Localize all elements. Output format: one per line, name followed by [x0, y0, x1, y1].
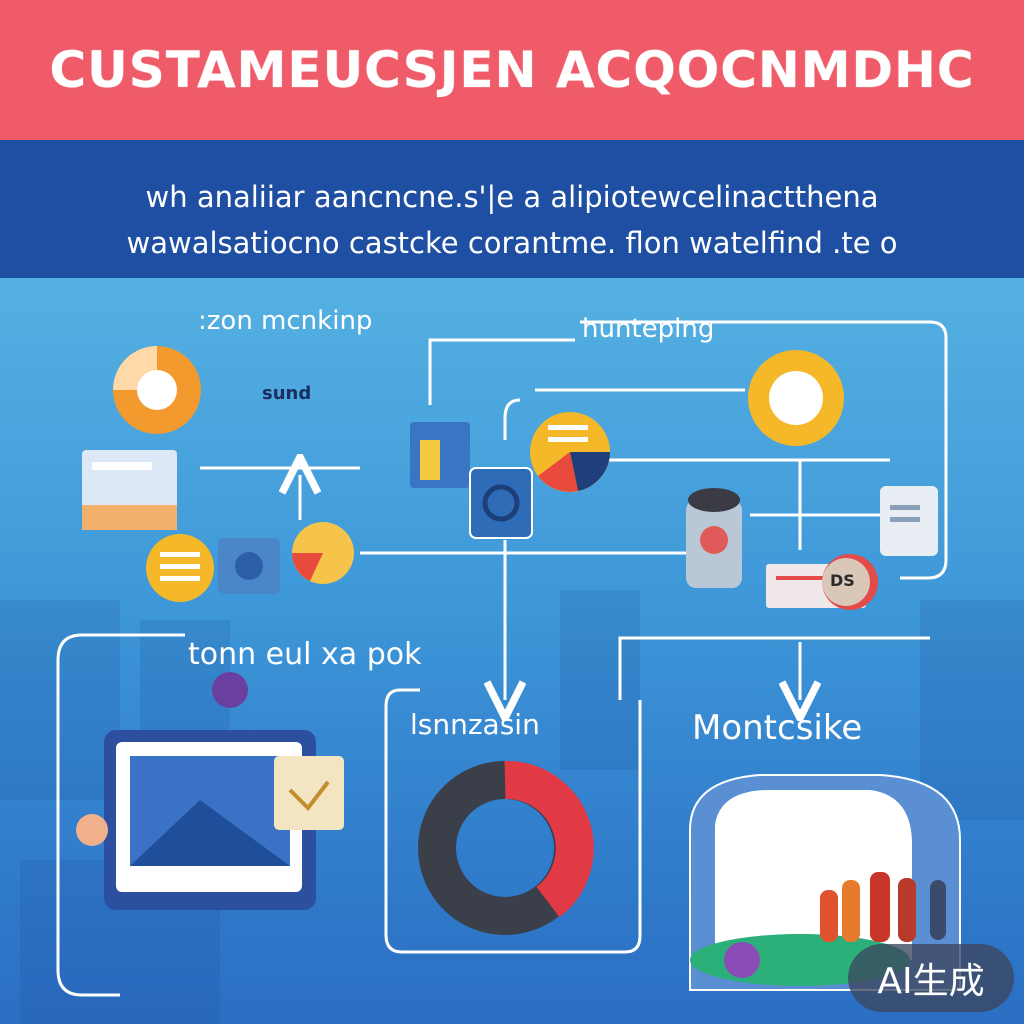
page-title: CUSTAMEUCSJEN ACQOCNMDHC	[49, 41, 975, 99]
gear-icon	[469, 467, 533, 539]
subtitle-line-1: wh analiiar aancncne.s'|e a alipiotewcel…	[145, 180, 879, 214]
stage-middle-link	[618, 636, 640, 700]
pie-chart-icon-yellow	[530, 412, 610, 492]
pie-chart-icon-red	[292, 522, 354, 584]
subtitle-banner	[0, 140, 1024, 278]
envelope-icon	[880, 486, 938, 556]
document-icon	[146, 534, 214, 602]
label-top-left-small: sund	[262, 383, 312, 404]
target-icon	[748, 350, 844, 446]
background-buildings	[0, 590, 1024, 1024]
ticket-label: DS	[830, 571, 855, 590]
stage-left-frame	[56, 633, 185, 997]
stage-frames	[56, 633, 642, 997]
label-stage-right: Montcsike	[692, 708, 863, 748]
connector-top-right	[580, 320, 948, 580]
title-banner: CUSTAMEUCSJEN ACQOCNMDHC	[0, 0, 1024, 140]
label-stage-left: tonn eul xa pok	[188, 637, 422, 672]
stage-middle-frame	[384, 688, 642, 954]
camera-icon	[218, 538, 280, 594]
label-stage-middle: lsnnzasin	[410, 708, 540, 741]
label-top-left: :zon mcnkinp	[198, 306, 373, 336]
connector-mid-curve	[503, 398, 521, 440]
tablet-illustration	[76, 672, 344, 910]
connector-top-left	[428, 338, 575, 405]
card-icon	[82, 450, 177, 530]
connector-lines	[200, 320, 948, 700]
pie-chart-icon-orange	[113, 346, 201, 434]
ticket-icon	[766, 554, 878, 610]
crowd-illustration	[689, 774, 961, 991]
ai-generated-watermark: AI生成	[848, 944, 1014, 1012]
clipboard-icon	[410, 422, 470, 488]
donut-chart	[418, 761, 594, 935]
label-top-right: hunteping	[582, 314, 715, 344]
subtitle-line-2: wawalsatiocno castcke corantme. flon wat…	[126, 226, 898, 260]
jar-icon	[686, 488, 742, 588]
